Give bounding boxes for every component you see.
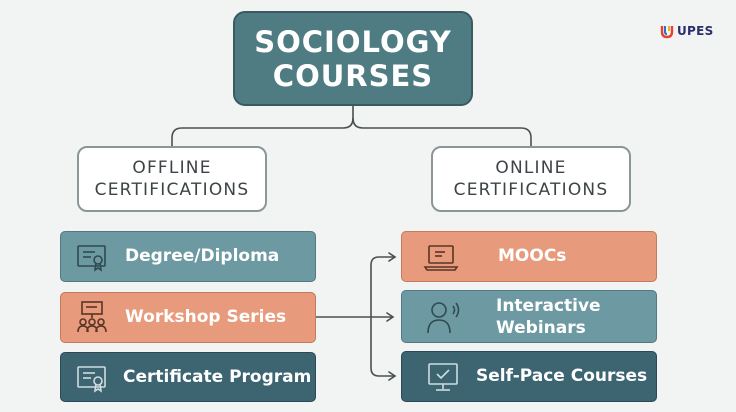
branch-connector	[370, 256, 394, 317]
logo-text: UPES	[677, 24, 714, 38]
arrowhead	[388, 371, 397, 381]
workshop-series-item: Workshop Series	[60, 292, 316, 343]
offline-certifications-box: OFFLINE CERTIFICATIONS	[77, 146, 267, 212]
offline-label-line-2: CERTIFICATIONS	[94, 180, 250, 200]
certificate-icon	[73, 359, 111, 397]
interactive-webinars-item: Interactive Webinars	[401, 290, 657, 343]
arrowhead	[388, 252, 397, 262]
presentation-icon	[73, 299, 111, 337]
certificate-icon	[73, 238, 111, 276]
laptop-icon	[422, 238, 460, 276]
speaker-icon	[424, 298, 462, 336]
tree-connector	[352, 117, 532, 146]
title-line-2: COURSES	[272, 58, 434, 93]
item-label: Workshop Series	[125, 307, 287, 327]
item-label-line-1: Interactive	[496, 296, 601, 316]
item-label: Certificate Program	[123, 367, 312, 387]
item-label: MOOCs	[498, 246, 567, 266]
item-label-multiline: Interactive Webinars	[496, 295, 601, 339]
upes-logo: UPES	[660, 20, 720, 42]
item-label: Degree/Diploma	[125, 246, 280, 266]
moocs-item: MOOCs	[401, 231, 657, 282]
item-label-line-2: Webinars	[496, 318, 586, 338]
title-line-1: SOCIOLOGY	[254, 24, 452, 59]
online-certifications-box: ONLINE CERTIFICATIONS	[431, 146, 631, 212]
certificate-program-item: Certificate Program	[60, 352, 316, 402]
tree-connector	[171, 106, 354, 146]
branch-connector	[370, 317, 394, 377]
degree-diploma-item: Degree/Diploma	[60, 231, 316, 282]
offline-label-line-1: OFFLINE	[132, 158, 212, 178]
online-label-line-2: CERTIFICATIONS	[453, 180, 609, 200]
item-label: Self-Pace Courses	[476, 366, 648, 386]
logo-emblem-icon	[660, 26, 674, 39]
online-label-line-1: ONLINE	[495, 158, 567, 178]
self-pace-courses-item: Self-Pace Courses	[401, 351, 657, 402]
arrowhead	[386, 312, 395, 322]
main-title-box: SOCIOLOGY COURSES	[233, 11, 473, 106]
monitor-check-icon	[424, 358, 462, 396]
